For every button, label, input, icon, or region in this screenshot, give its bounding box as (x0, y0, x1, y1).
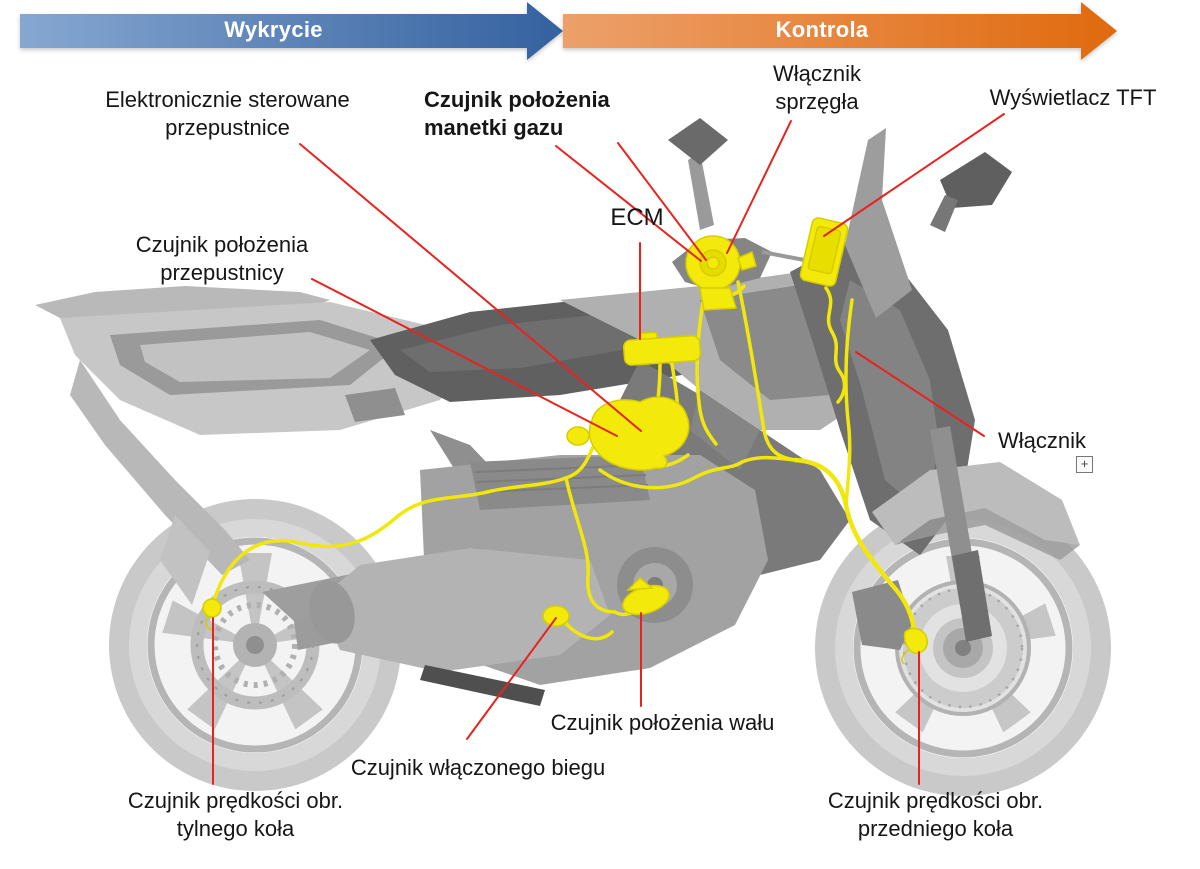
control-arrow-label: Kontrola (775, 17, 869, 42)
control-arrow (563, 2, 1117, 60)
grip-sensor-highlight (685, 235, 757, 311)
label-ecm: ECM (610, 204, 664, 231)
leader-gear-sensor (466, 617, 557, 740)
wiring-harness (210, 280, 918, 641)
left-mirror (668, 118, 728, 165)
label-tft-display: Wyświetlacz TFT (989, 85, 1157, 110)
gear-sensor-highlight (542, 605, 570, 627)
leader-tft-display (823, 113, 1005, 237)
expand-placeholder-icon[interactable]: + (1076, 456, 1093, 473)
right-mirror (940, 152, 1012, 208)
motorcycle-body (35, 118, 1080, 706)
highlighted-components (202, 217, 928, 665)
ecm-highlight (622, 331, 702, 366)
leader-throttle-grip-2 (617, 142, 707, 261)
crank-sensor-tab (626, 576, 654, 591)
leader-throttle-position (311, 278, 618, 437)
leader-lines (212, 113, 1005, 785)
front-speed-sensor-highlight (901, 627, 928, 665)
detection-arrow (20, 2, 563, 60)
leader-throttle-grip-1 (555, 145, 702, 262)
label-front-wheel-speed-sensor: Czujnik prędkości obr. przedniego koła (827, 788, 1044, 841)
label-gear-sensor: Czujnik włączonego biegu (350, 755, 606, 780)
leader-switch (855, 351, 985, 437)
throttle-body-highlight (588, 396, 690, 471)
windscreen (845, 128, 912, 318)
front-brake-caliper (852, 580, 912, 650)
detection-arrow-label: Wykrycie (224, 17, 323, 42)
label-crankshaft-sensor: Czujnik położenia wału (550, 710, 775, 735)
label-throttle-grip-sensor: Czujnik położenia manetki gazu (424, 87, 610, 140)
throttle-body-highlight-left (566, 426, 590, 446)
tft-display-highlight (799, 217, 849, 287)
label-switch: Włącznik (997, 428, 1086, 453)
process-arrows (20, 2, 1117, 60)
rear-speed-sensor-highlight (202, 598, 222, 631)
leader-electronic-throttles (299, 143, 642, 432)
label-throttle-position-sensor: Czujnik położenia przepustnicy (135, 232, 309, 285)
leader-clutch-switch (726, 120, 792, 254)
label-electronic-throttles: Elektronicznie sterowane przepustnice (105, 87, 350, 140)
label-rear-wheel-speed-sensor: Czujnik prędkości obr. tylnego koła (127, 788, 344, 841)
label-clutch-switch: Włącznik sprzęgła (772, 61, 861, 114)
